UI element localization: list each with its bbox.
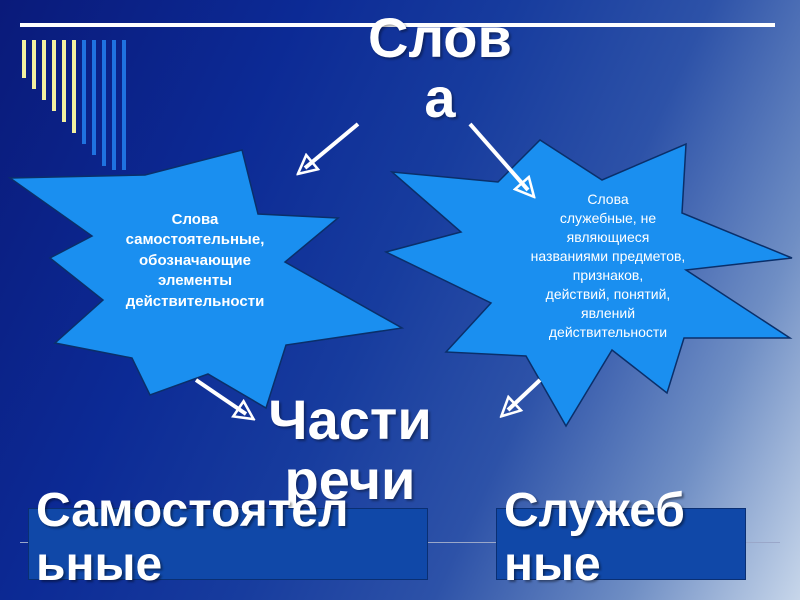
stripe [52, 40, 56, 111]
independent-category-label: Самостоятел ьные [36, 484, 349, 591]
auxiliary-category-label: Служеб ные [504, 484, 685, 591]
stripe [72, 40, 76, 133]
parts-of-speech-title: Части речи [268, 388, 432, 512]
arrow-icon [508, 378, 542, 410]
stripe [122, 40, 126, 170]
auxiliary-words-description: Слова служебные, не являющиеся названиям… [530, 191, 686, 341]
decorative-stripes [22, 40, 126, 170]
left-starburst [7, 149, 405, 410]
auxiliary-category-box [496, 508, 746, 580]
stripe [82, 40, 86, 144]
right-starburst [383, 139, 793, 428]
stripe [42, 40, 46, 100]
stripe [22, 40, 26, 78]
top-rule [20, 23, 775, 27]
stripe [62, 40, 66, 122]
stripe [32, 40, 36, 89]
independent-category-box [28, 508, 428, 580]
arrow-icon [194, 378, 246, 414]
independent-words-description: Слова самостоятельные, обозначающие элем… [125, 211, 265, 310]
stripe [102, 40, 106, 166]
arrow-icon [305, 122, 360, 168]
arrow-icon [468, 122, 528, 190]
title-word: Слов а [368, 6, 512, 130]
stripe [112, 40, 116, 170]
stripe [92, 40, 96, 155]
